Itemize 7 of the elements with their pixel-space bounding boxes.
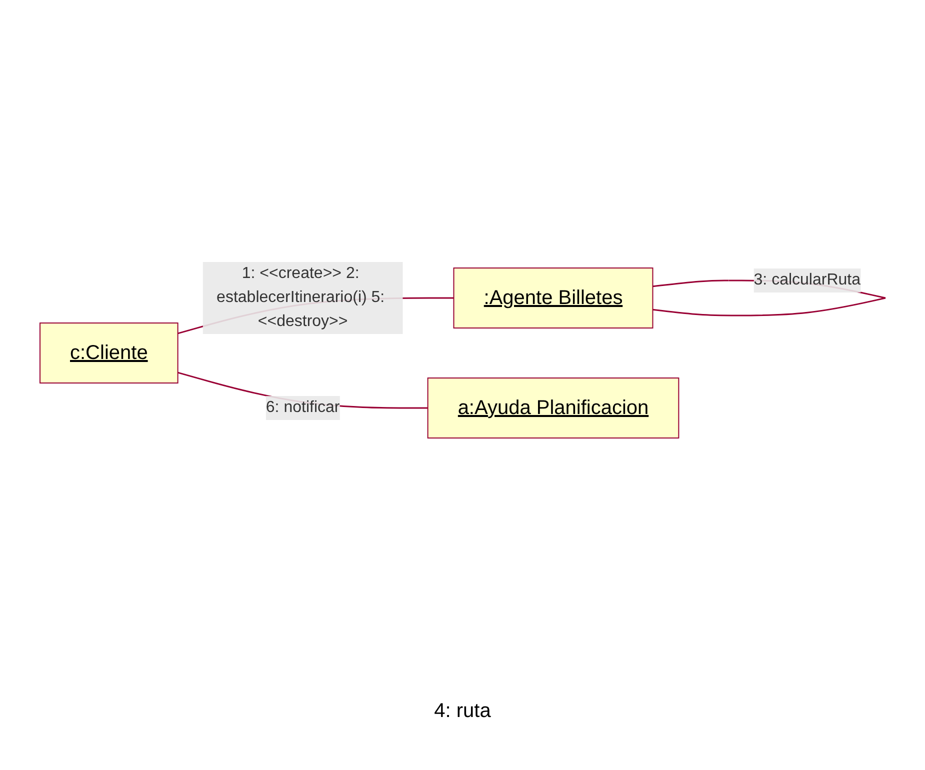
node-box: :Agente Billetes [452,268,653,328]
message-label: 4: ruta [433,700,492,723]
edge-label: 6: notificar [266,399,340,416]
node-box: a:Ayuda Planificacion [426,378,679,438]
edge-label: 1: <<create>> 2: establecerItinerario(i) 5: <<destroy>> [216,265,384,330]
node-box: c:Cliente [39,322,178,384]
edge-label: 3: calcularRuta [753,271,860,288]
